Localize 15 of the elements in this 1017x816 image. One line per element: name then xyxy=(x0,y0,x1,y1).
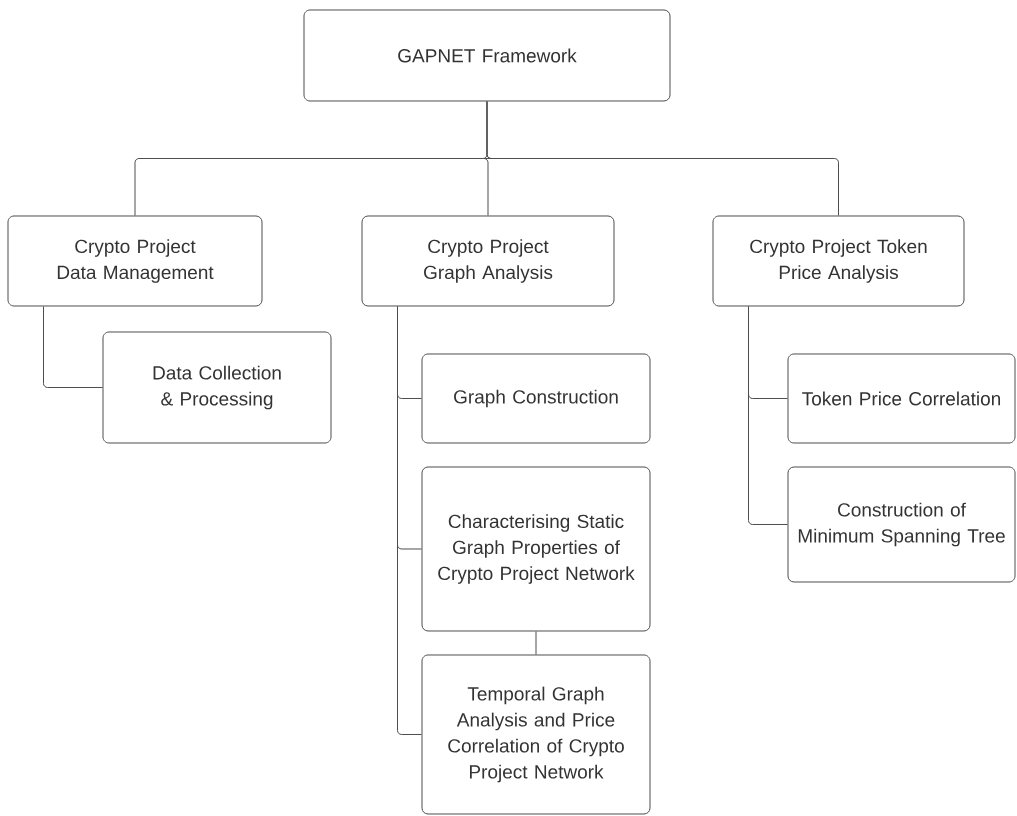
connector-line xyxy=(748,306,788,525)
process-box: Token Price Correlation xyxy=(787,353,1016,444)
connector-line xyxy=(397,306,422,735)
title-box: GAPNET Framework xyxy=(303,9,671,102)
connector-line xyxy=(43,306,103,388)
process-box: Crypto Project Data Management xyxy=(7,215,263,307)
process-box: Crypto Project Graph Analysis xyxy=(361,215,615,307)
process-box: Temporal Graph Analysis and Price Correlation of Crypto Project Network xyxy=(421,654,651,815)
process-box: Data Collection & Processing xyxy=(102,331,332,444)
process-box: Characterising Static Graph Properties of Crypto Project Network xyxy=(421,466,651,632)
connector-line xyxy=(535,631,537,655)
process-box: Crypto Project Token Price Analysis xyxy=(712,215,965,307)
connector-line xyxy=(486,101,839,216)
process-box: Graph Construction xyxy=(421,353,651,444)
process-box: Construction of Minimum Spanning Tree xyxy=(787,466,1016,583)
